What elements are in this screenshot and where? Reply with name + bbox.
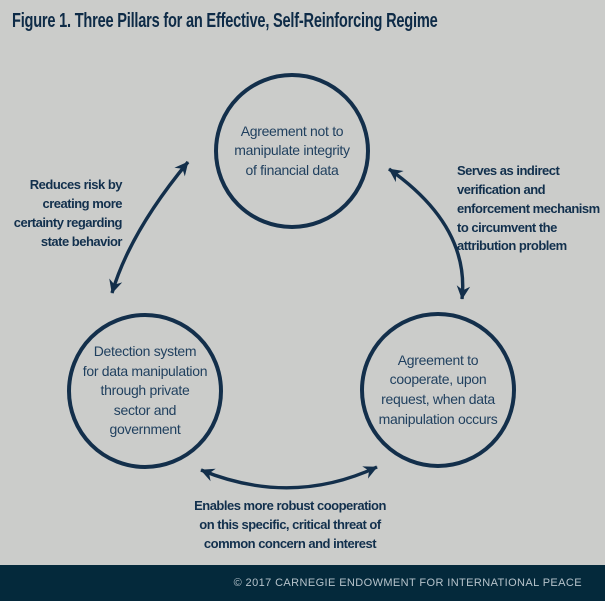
annotation-right: Serves as indirect verification and enfo…	[457, 163, 600, 254]
footer-credit: © 2017 CARNEGIE ENDOWMENT FOR INTERNATIO…	[233, 577, 582, 589]
figure-title: Figure 1. Three Pillars for an Effective…	[12, 10, 438, 32]
pillar-circle-bottom-left: Detection system for data manipulation t…	[67, 313, 223, 469]
double-arrow-right-icon	[388, 167, 471, 300]
pillar-circle-top: Agreement not to manipulate integrity of…	[214, 73, 370, 229]
footer-bar: © 2017 CARNEGIE ENDOWMENT FOR INTERNATIO…	[0, 565, 605, 601]
pillar-text-top: Agreement not to manipulate integrity of…	[234, 122, 350, 178]
annotation-bottom: Enables more robust cooperation on this …	[194, 498, 386, 551]
double-arrow-left-icon	[109, 160, 190, 294]
annotation-left: Reduces risk by creating more certainty …	[13, 177, 123, 249]
pillar-text-bottom-right: Agreement to cooperate, upon request, wh…	[378, 351, 498, 427]
pillar-circle-bottom-right: Agreement to cooperate, upon request, wh…	[360, 312, 516, 468]
double-arrow-bottom-icon	[200, 465, 378, 490]
pillar-text-bottom-left: Detection system for data manipulation t…	[82, 343, 208, 438]
